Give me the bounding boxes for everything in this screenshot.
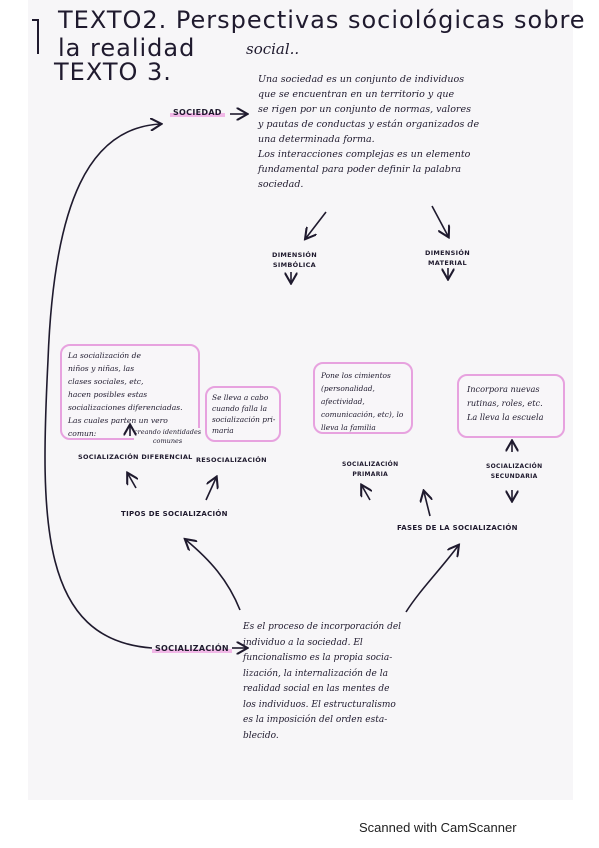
creando-identidades-note: creando identidades comunes	[134, 428, 202, 446]
sociedad-label: SOCIEDAD	[170, 108, 225, 117]
dimension-material: DIMENSIÓN MATERIAL	[425, 249, 470, 267]
dimension-simbolica: DIMENSIÓN SIMBÓLICA	[272, 251, 317, 269]
socializacion-label: SOCIALIZACIÓN	[152, 644, 232, 653]
tipos-socializacion-label: TIPOS DE SOCIALIZACIÓN	[121, 510, 228, 518]
to-simbolica-arrow	[306, 211, 327, 238]
primaria-note: Pone los cimientos (personalidad, afecti…	[321, 371, 404, 432]
to-material-arrow	[431, 205, 448, 236]
secundaria-note-box: Incorpora nuevas rutinas, roles, etc. La…	[457, 374, 565, 438]
page-title: TEXTO2. Perspectivas sociológicas sobre …	[58, 6, 586, 62]
margin-mark	[32, 19, 39, 54]
sociedad-definition: Una sociedad es un conjunto de individuo…	[258, 74, 480, 190]
resocializacion-note: Se lleva a cabo cuando falla la socializ…	[212, 393, 276, 435]
secundaria-note: Incorpora nuevas rutinas, roles, etc. La…	[467, 384, 544, 422]
diferencial-up-arrow	[128, 474, 136, 489]
socializacion-definition: Es el proceso de incorporación del indiv…	[243, 622, 402, 741]
to-fases-arrow	[405, 546, 458, 613]
resocializacion-note-box: Se lleva a cabo cuando falla la socializ…	[205, 386, 281, 442]
diferencial-note: La socialización de niños y niñas, las c…	[68, 351, 183, 438]
primaria-up-arrow	[362, 486, 370, 501]
to-tipos-arrow	[186, 540, 241, 611]
fases-socializacion-label: FASES DE LA SOCIALIZACIÓN	[397, 524, 518, 532]
resocializacion-up-arrow	[205, 478, 216, 501]
socializacion-secundaria-label: SOCIALIZACIÓN SECUNDARIA	[486, 463, 543, 480]
big-curve-arrow	[44, 124, 160, 649]
socializacion-diferencial-label: SOCIALIZACIÓN DIFERENCIAL	[78, 453, 193, 461]
fases-up-arrow	[424, 492, 430, 517]
socializacion-primaria-label: SOCIALIZACIÓN PRIMARIA	[342, 461, 399, 478]
texto3-heading: TEXTO 3.	[54, 58, 172, 86]
resocializacion-label: RESOCIALIZACIÓN	[196, 456, 267, 464]
primaria-note-box: Pone los cimientos (personalidad, afecti…	[313, 362, 413, 434]
scanner-watermark: Scanned with CamScanner	[359, 820, 517, 835]
page-title-continuation: social..	[246, 40, 300, 58]
